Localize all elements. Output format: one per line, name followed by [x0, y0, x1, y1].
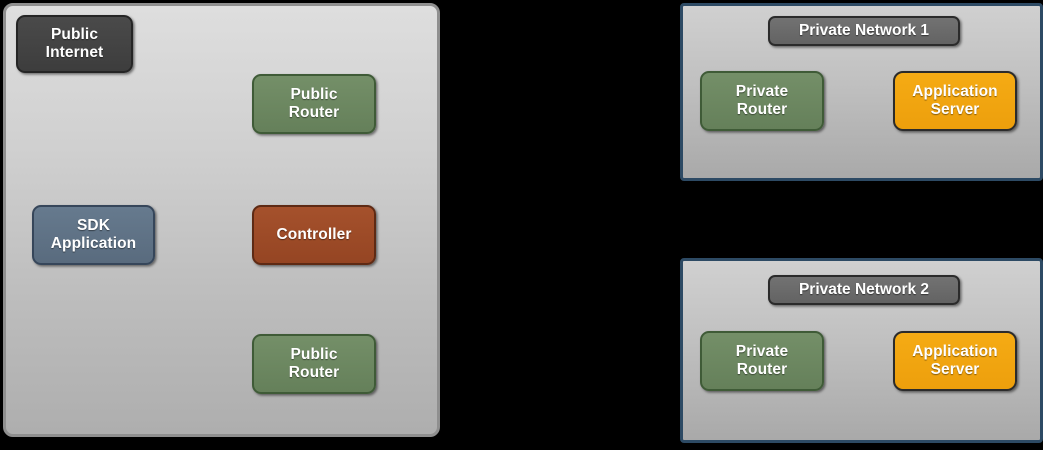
node-public-router-top-line1: Public [290, 85, 338, 103]
node-public-internet-line1: Public [50, 25, 99, 43]
node-public-router-bottom-line1: Public [290, 345, 338, 363]
node-public-internet-line2: Internet [45, 44, 104, 61]
node-sdk-application[interactable]: SDK Application [32, 205, 155, 265]
node-private-router-1[interactable]: Private Router [700, 71, 824, 131]
node-sdk-application-line2: Application [50, 235, 137, 252]
node-application-server-1-line2: Server [930, 101, 980, 118]
node-private-router-1-line2: Router [736, 101, 788, 118]
node-private-router-2[interactable]: Private Router [700, 331, 824, 391]
private-network-2-title-label: Private Network 2 [798, 281, 930, 298]
node-application-server-1-line1: Application [912, 82, 998, 100]
node-application-server-2[interactable]: Application Server [893, 331, 1017, 391]
node-private-router-2-line1: Private [735, 342, 789, 360]
node-controller-line1: Controller [276, 225, 352, 243]
private-network-1-title: Private Network 1 [768, 16, 960, 46]
node-public-router-top-line2: Router [288, 104, 340, 121]
node-public-router-bottom-line2: Router [288, 364, 340, 381]
private-network-2-panel: Private Network 2 Private Router Applica… [680, 258, 1043, 443]
node-application-server-2-line1: Application [912, 342, 998, 360]
node-public-router-bottom[interactable]: Public Router [252, 334, 376, 394]
node-application-server-1[interactable]: Application Server [893, 71, 1017, 131]
node-public-router-top[interactable]: Public Router [252, 74, 376, 134]
private-network-1-title-label: Private Network 1 [798, 22, 930, 39]
node-private-router-2-line2: Router [736, 361, 788, 378]
private-network-2-title: Private Network 2 [768, 275, 960, 305]
node-public-internet[interactable]: Public Internet [16, 15, 133, 73]
node-application-server-2-line2: Server [930, 361, 980, 378]
node-private-router-1-line1: Private [735, 82, 789, 100]
public-zone-panel: Public Internet Public Router SDK Applic… [3, 3, 440, 437]
node-controller[interactable]: Controller [252, 205, 376, 265]
node-sdk-application-line1: SDK [76, 216, 111, 234]
private-network-1-panel: Private Network 1 Private Router Applica… [680, 3, 1043, 181]
